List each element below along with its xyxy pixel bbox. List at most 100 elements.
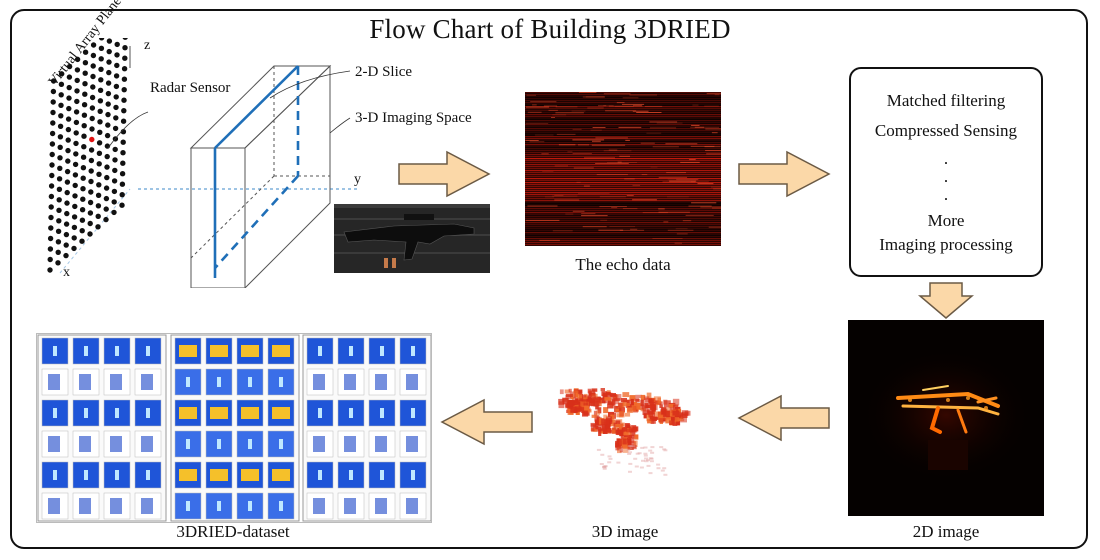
processing-item-matched-filtering: Matched filtering [886, 91, 1006, 110]
array-dot [57, 165, 63, 171]
echo-speckle [603, 150, 632, 152]
voxel [607, 401, 613, 405]
voxel [671, 417, 675, 421]
array-dot [79, 217, 86, 223]
arrow-3d-to-dataset [440, 398, 533, 446]
voxel [611, 399, 616, 406]
dataset-thumbnail-target [313, 498, 325, 514]
voxel [620, 398, 627, 403]
voxel [595, 410, 600, 416]
array-dot [104, 132, 111, 139]
echo-speckle [630, 228, 638, 230]
array-dot [49, 130, 56, 137]
array-dot [82, 60, 89, 66]
voxel-shadow [635, 452, 640, 455]
echo-streak [525, 176, 721, 178]
array-dot [73, 130, 79, 136]
echo-speckle [571, 110, 586, 112]
array-dot [106, 69, 112, 76]
voxel-shadow [643, 454, 648, 457]
echo-speckle [708, 226, 721, 228]
voxel [617, 439, 622, 446]
echo-speckle [578, 192, 610, 194]
echo-streak [525, 234, 721, 236]
echo-speckle [603, 105, 614, 107]
voxel [668, 403, 675, 408]
voxel [639, 404, 644, 410]
array-dot [64, 210, 70, 217]
echo-speckle [625, 139, 630, 141]
array-dot [119, 171, 126, 177]
echo-streak [525, 146, 721, 148]
array-dot [63, 252, 69, 259]
echo-streak [525, 158, 721, 160]
voxel-shadow [627, 445, 632, 448]
dataset-thumbnail-target [141, 374, 153, 390]
voxel [618, 407, 625, 413]
dataset-thumbnail-target [272, 345, 290, 357]
echo-speckle [656, 122, 683, 124]
voxel [580, 401, 587, 407]
array-dot [82, 49, 89, 55]
voxel-shadow [637, 452, 642, 455]
echo-speckle [667, 178, 700, 180]
echo-speckle [554, 199, 580, 201]
array-dot [57, 123, 64, 129]
echo-speckle [690, 181, 709, 183]
array-dot [65, 137, 71, 143]
array-dot [74, 56, 81, 63]
processing-item-compressed-sensing: Compressed Sensing [874, 121, 1018, 140]
array-dot [71, 224, 78, 231]
array-dot [65, 147, 71, 154]
voxel-shadow [649, 457, 654, 460]
echo-speckle [649, 121, 678, 123]
voxel-shadow [628, 451, 632, 454]
voxel-shadow [639, 466, 644, 469]
voxel [615, 420, 621, 427]
array-dot [64, 168, 71, 175]
array-dot [112, 125, 119, 132]
echo-streak [525, 168, 721, 170]
sensor-callout-line [107, 111, 149, 149]
dataset-thumbnail-target [141, 498, 153, 514]
array-dot [121, 87, 127, 93]
voxel [633, 440, 638, 447]
array-dot [64, 189, 70, 196]
echo-speckle [704, 146, 721, 148]
dataset-thumbnail-target [349, 408, 353, 418]
voxel-shadow [603, 465, 608, 468]
echo-speckle [669, 180, 697, 182]
echo-streak [525, 162, 721, 164]
voxel-shadow [602, 467, 607, 470]
voxel [610, 414, 615, 420]
voxel [674, 417, 679, 422]
array-dot [73, 119, 80, 126]
voxel [634, 398, 640, 402]
echo-speckle [710, 186, 721, 188]
dataset-thumbnail-target [248, 439, 252, 449]
voxel [590, 392, 596, 399]
array-dot [66, 63, 73, 70]
voxel [628, 437, 635, 443]
processing-ellipsis-2: . [943, 167, 949, 186]
array-dot [106, 38, 113, 44]
dataset-thumbnail-target [272, 407, 290, 419]
echo-speckle [591, 144, 626, 146]
voxel [651, 413, 655, 417]
echo-speckle [649, 127, 677, 129]
echo-streak [525, 130, 721, 132]
voxel-shadow [607, 461, 612, 464]
echo-streak [525, 224, 721, 226]
echo-streak [525, 218, 721, 220]
array-dot [63, 221, 70, 227]
array-dot [81, 102, 88, 108]
voxel [663, 399, 668, 405]
dataset-thumbnail-target [110, 498, 122, 514]
array-dot [71, 245, 77, 252]
voxel [590, 422, 597, 427]
echo-streak [525, 188, 721, 190]
voxel-shadow [640, 446, 645, 449]
array-dot [72, 182, 78, 189]
echo-speckle [636, 112, 662, 113]
voxel [583, 402, 589, 406]
